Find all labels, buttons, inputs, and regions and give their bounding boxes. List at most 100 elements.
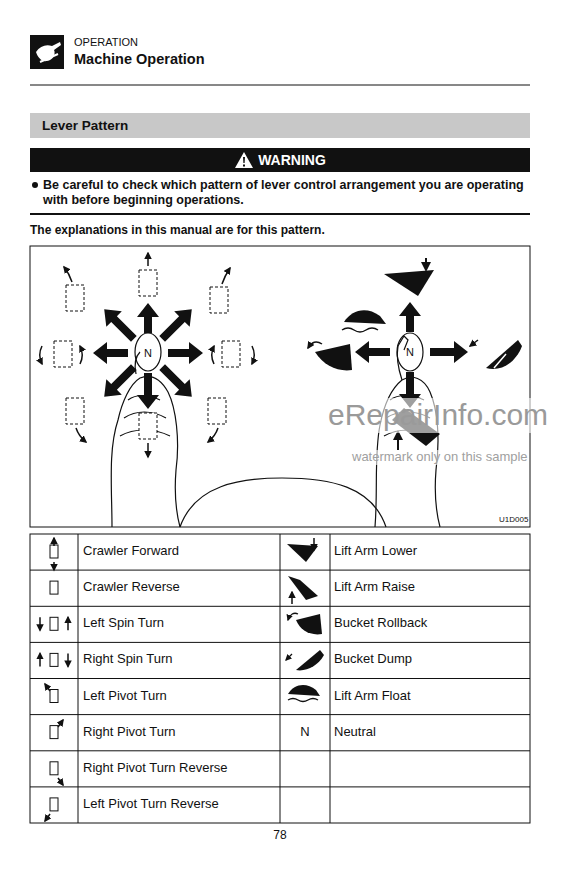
implement-icon [397, 432, 399, 450]
track-motion-arrow [212, 346, 214, 364]
table-row-line [30, 786, 530, 787]
table-cell: Crawler Forward [83, 544, 179, 559]
table-cell: Bucket Rollback [334, 616, 427, 631]
implement-icon [315, 344, 352, 370]
track-icon [66, 285, 84, 311]
track-motion-arrow [58, 720, 63, 727]
warning-text: Be careful to check which pattern of lev… [43, 178, 530, 208]
table-grid [30, 534, 530, 823]
table-row-line [30, 750, 530, 751]
page-heading: Machine Operation [74, 51, 205, 68]
track-motion-arrow [222, 268, 230, 284]
track-icon [222, 341, 240, 367]
track-icon [50, 762, 58, 775]
track-icon [50, 545, 58, 558]
track-motion-arrow [39, 617, 41, 630]
direction-arrow [159, 309, 192, 342]
track-icon [50, 617, 58, 630]
implement-icon [288, 685, 320, 696]
table-row-line [30, 714, 530, 715]
implement-icon [344, 310, 386, 324]
implement-icon [308, 342, 322, 348]
track-motion-arrow [208, 428, 218, 442]
direction-arrow [104, 364, 137, 397]
warning-rule [30, 213, 530, 215]
implement-icon [342, 328, 378, 332]
section-bar: Lever Pattern [30, 113, 530, 138]
direction-arrow [430, 341, 468, 363]
track-motion-arrow [76, 428, 86, 442]
implement-icon [288, 699, 318, 702]
table-cell: Lift Arm Float [334, 689, 411, 704]
implement-icon [291, 592, 293, 604]
warning-triangle [235, 152, 253, 168]
track-motion-arrow [40, 346, 42, 364]
header-rule [30, 85, 530, 86]
track-icon [208, 398, 226, 424]
track-motion-arrow [45, 814, 50, 821]
implement-icon [470, 340, 478, 346]
track-motion-arrow [39, 653, 41, 666]
table-row-line [30, 570, 530, 787]
header-icon [40, 54, 58, 62]
console-edge [180, 478, 386, 527]
table-row-line [30, 570, 530, 571]
track-motion-arrow [58, 778, 63, 785]
implement-icon [296, 614, 322, 634]
table-cell: Right Pivot Turn Reverse [83, 761, 228, 776]
implement-icon [286, 654, 292, 660]
implement-icon [384, 270, 434, 296]
figure-code: U1D005 [499, 515, 528, 524]
table-cell: Neutral [334, 725, 376, 740]
implement-icon [296, 650, 324, 670]
implement-icon [313, 538, 315, 550]
track-icon [66, 398, 84, 424]
track-motion-arrow [53, 538, 55, 546]
lever-neutral: N [406, 346, 414, 359]
track-motion-arrow [252, 346, 254, 364]
track-icon [50, 653, 58, 666]
table-cell: Bucket Dump [334, 652, 412, 667]
track-icon [50, 798, 58, 811]
header-icon [30, 35, 64, 69]
track-motion-arrow [53, 562, 55, 570]
track-motion-arrow [40, 253, 255, 457]
table-cell: Right Spin Turn [83, 652, 173, 667]
direction-arrow [93, 302, 468, 409]
implement-icon [286, 538, 324, 702]
direction-arrow [104, 309, 137, 342]
direction-arrow [399, 302, 421, 332]
track-icon [40, 538, 68, 821]
track-icon [139, 413, 157, 439]
track-motion-arrow [67, 653, 69, 666]
table-cell: Left Pivot Turn Reverse [83, 797, 219, 812]
implement-icon [288, 613, 298, 620]
table-cell: Right Pivot Turn [83, 725, 176, 740]
table-cell: Lift Arm Lower [334, 544, 417, 559]
section-heading: Lever Pattern [42, 118, 128, 134]
track-icon [139, 270, 157, 296]
intro-note: The explanations in this manual are for … [30, 224, 325, 238]
direction-arrow [137, 373, 159, 409]
warning-triangle [234, 151, 254, 169]
watermark: eRepairInfo.com [328, 398, 548, 433]
left-hand [111, 333, 180, 527]
bullet-dot [32, 182, 38, 188]
track-icon [54, 270, 240, 439]
table-cell: Lift Arm Raise [334, 580, 415, 595]
warning-bar: WARNING [30, 148, 530, 172]
illustration-frame [30, 246, 530, 527]
table-cell: Left Spin Turn [83, 616, 164, 631]
right-hand [397, 333, 423, 371]
page-number: 78 [273, 829, 286, 843]
implement-icon [490, 350, 506, 368]
implement-icon [486, 340, 522, 369]
table-row-line [30, 678, 530, 679]
track-motion-arrow [80, 346, 82, 364]
track-icon [50, 581, 58, 594]
neutral-symbol: N [300, 724, 309, 739]
track-icon [210, 287, 228, 313]
warning-triangle [243, 157, 245, 167]
track-motion-arrow [147, 253, 149, 266]
console-edge [180, 478, 386, 527]
